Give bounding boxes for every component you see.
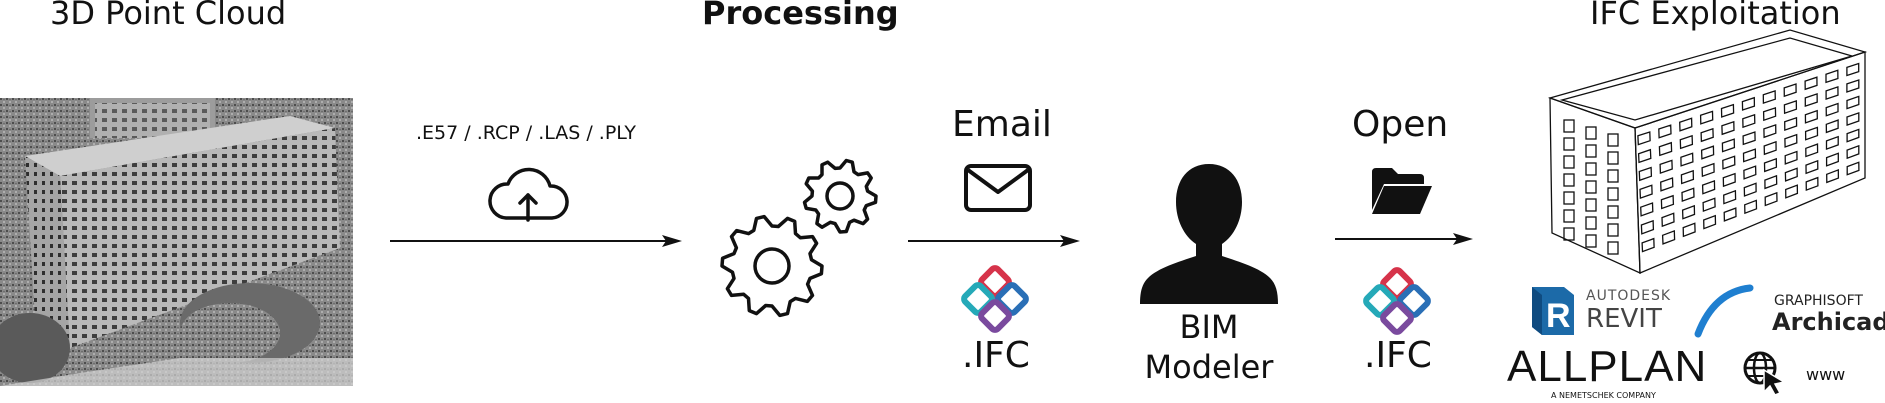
email-label: Email <box>952 104 1052 145</box>
arrow-upload-to-processing <box>390 233 682 253</box>
allplan-tagline: A NEMETSCHEK COMPANY <box>1551 391 1656 400</box>
upload-formats: .E57 / .RCP / .LAS / .PLY <box>416 122 636 144</box>
ifc-logo-icon <box>961 265 1029 336</box>
web-label: www <box>1806 365 1846 384</box>
envelope-icon <box>964 164 1032 216</box>
open-label: Open <box>1352 104 1449 145</box>
ifc-file-label: .IFC <box>962 335 1030 376</box>
point-cloud-image <box>0 98 353 386</box>
graphisoft-vendor: GRAPHISOFT <box>1774 293 1863 309</box>
open-folder-icon <box>1370 166 1434 220</box>
revit-vendor: AUTODESK <box>1586 288 1672 304</box>
revit-product: REVIT <box>1586 304 1662 334</box>
gears-icon <box>720 158 880 324</box>
modeler-label-line2: Modeler <box>1144 348 1274 386</box>
modeler-label-line1: BIM <box>1179 308 1239 346</box>
globe-cursor-icon <box>1742 350 1788 400</box>
archicad-logo-icon <box>1694 284 1754 340</box>
revit-logo-icon: R <box>1530 285 1580 341</box>
title-processing: Processing <box>702 0 899 32</box>
arrow-processing-to-modeler <box>908 233 1080 253</box>
ifc-logo-icon <box>1363 267 1431 338</box>
person-silhouette-icon <box>1138 160 1280 308</box>
archicad-product: Archicad <box>1772 308 1885 336</box>
arrow-modeler-to-exploitation <box>1335 231 1473 251</box>
svg-text:R: R <box>1546 297 1571 335</box>
title-ifc-exploitation: IFC Exploitation <box>1590 0 1841 32</box>
cloud-upload-icon <box>484 167 572 226</box>
ifc-file-label: .IFC <box>1364 335 1432 376</box>
allplan-logo: ALLPLAN <box>1507 342 1708 391</box>
title-point-cloud: 3D Point Cloud <box>50 0 287 32</box>
building-model-drawing <box>1540 28 1870 280</box>
